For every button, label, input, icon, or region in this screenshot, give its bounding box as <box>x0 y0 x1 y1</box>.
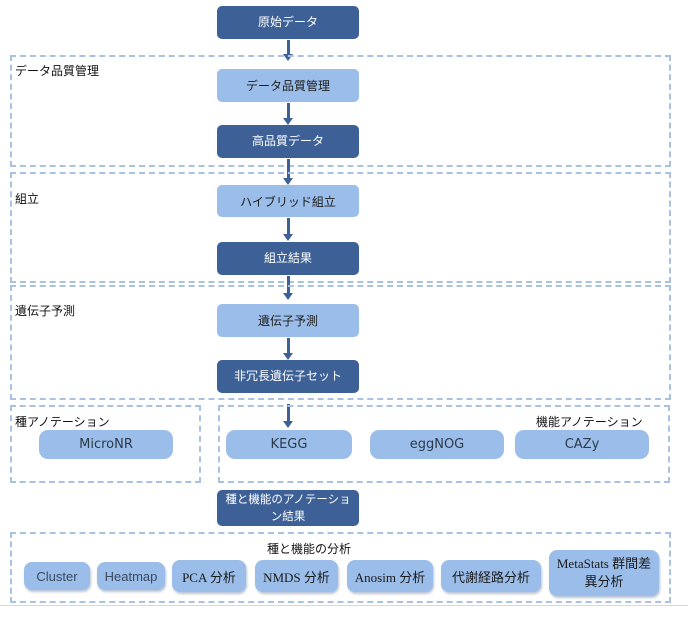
raw-data-node: 原始データ <box>217 6 359 39</box>
analysis-cluster: Cluster <box>24 562 90 590</box>
arrow-6 <box>283 338 293 360</box>
analysis-pca: PCA 分析 <box>172 560 246 592</box>
micronr-db: MicroNR <box>39 430 173 459</box>
analysis-frame <box>10 532 671 603</box>
annotation-result-node: 種と機能のアノテーション結果 <box>217 490 359 526</box>
gene-prediction-frame <box>10 285 671 400</box>
analysis-metabolic-pathway: 代謝経路分析 <box>441 560 541 592</box>
qc-frame <box>10 55 671 167</box>
function-annotation-frame <box>218 405 670 483</box>
hybrid-assembly-node: ハイブリッド組立 <box>217 185 359 217</box>
hq-data-node: 高品質データ <box>217 125 359 158</box>
species-annotation-frame <box>10 405 201 483</box>
bottom-rule <box>0 605 688 606</box>
eggnog-db: eggNOG <box>370 430 504 459</box>
assembly-frame-label: 組立 <box>15 192 40 206</box>
arrow-7 <box>283 404 293 428</box>
nr-gene-set-node: 非冗長遺伝子セット <box>217 360 359 393</box>
assembly-result-node: 組立結果 <box>217 242 359 275</box>
kegg-db: KEGG <box>226 430 352 459</box>
gene-prediction-node: 遺伝子予測 <box>217 304 359 337</box>
qc-frame-label: データ品質管理 <box>15 64 100 78</box>
analysis-nmds: NMDS 分析 <box>255 560 338 592</box>
qc-node: データ品質管理 <box>217 69 359 102</box>
assembly-frame <box>10 172 671 283</box>
analysis-frame-label: 種と機能の分析 <box>267 542 352 556</box>
analysis-heatmap: Heatmap <box>97 562 165 590</box>
arrow-2 <box>283 103 293 125</box>
function-annotation-label: 機能アノテーション <box>536 415 643 429</box>
species-annotation-label: 種アノテーション <box>15 415 110 429</box>
analysis-metastats: MetaStats 群間差異分析 <box>549 550 659 596</box>
cazy-db: CAZy <box>515 430 649 459</box>
arrow-1 <box>283 40 293 61</box>
arrow-4 <box>283 218 293 241</box>
arrow-3 <box>283 159 293 185</box>
gene-prediction-frame-label: 遺伝子予測 <box>15 304 76 318</box>
analysis-anosim: Anosim 分析 <box>347 560 433 592</box>
